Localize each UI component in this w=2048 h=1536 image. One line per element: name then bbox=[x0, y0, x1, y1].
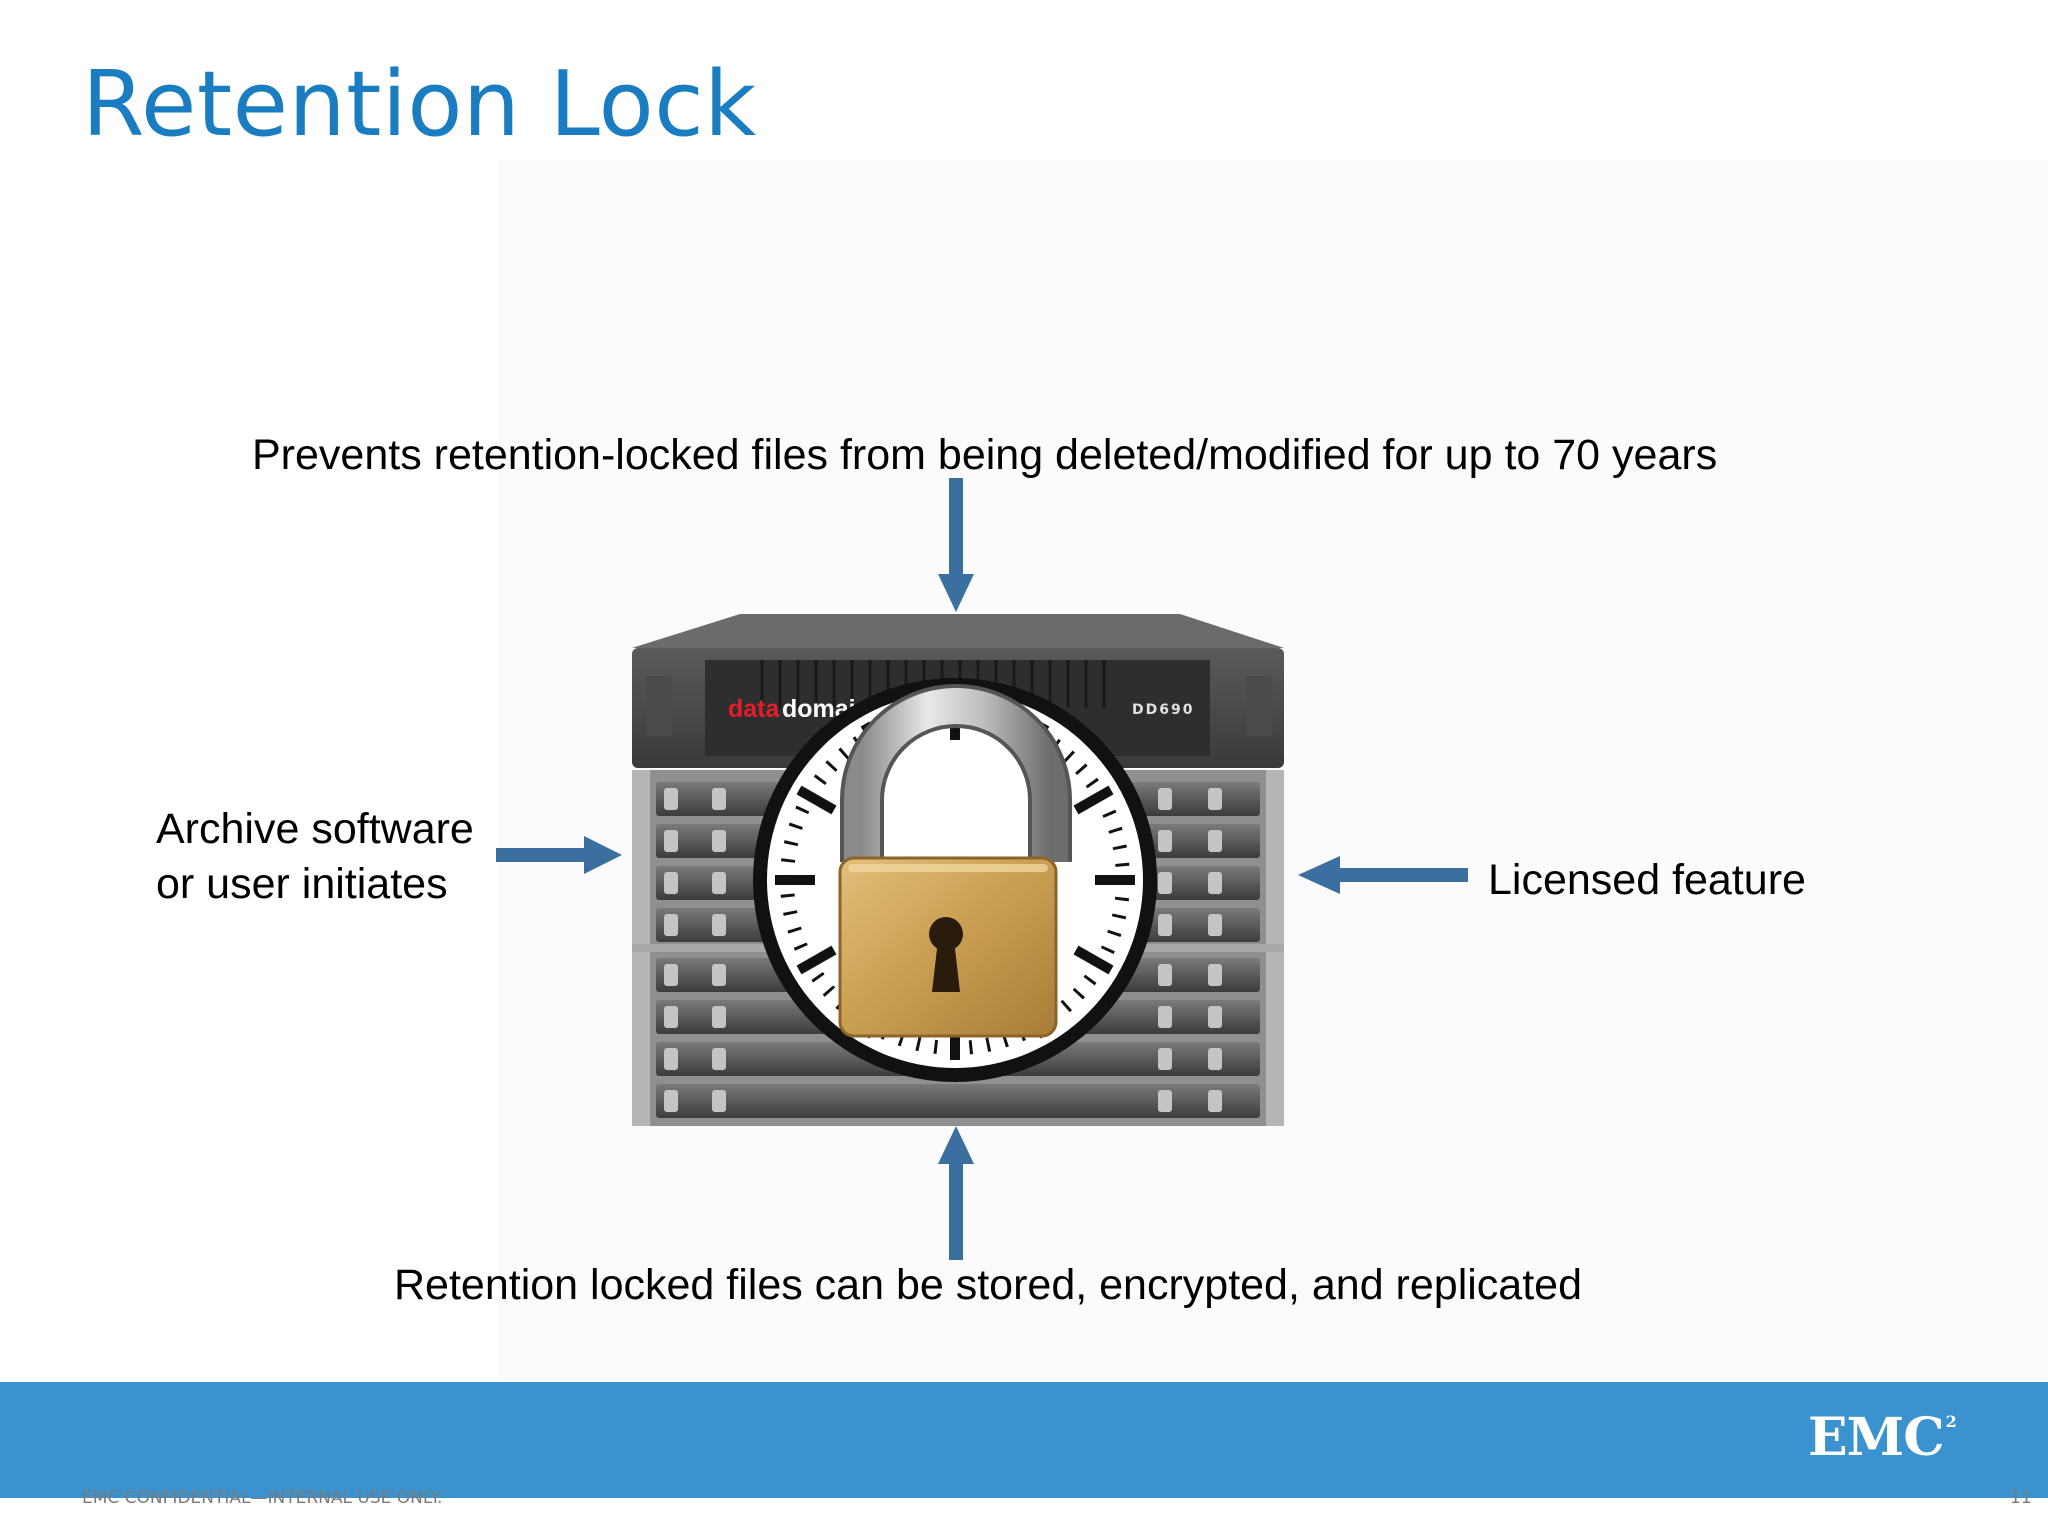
slide-title: Retention Lock bbox=[82, 52, 757, 157]
model-label: DD690 bbox=[1132, 702, 1194, 718]
label-prevents-deletion: Prevents retention-locked files from bei… bbox=[252, 431, 1718, 479]
arrow-down-icon bbox=[938, 478, 974, 612]
label-licensed-feature: Licensed feature bbox=[1488, 856, 1806, 904]
brand-data-text: data bbox=[728, 695, 781, 723]
drive-handles bbox=[664, 788, 1222, 1112]
label-archive-software: Archive software or user initiates bbox=[156, 802, 474, 911]
clock-minor-ticks bbox=[780, 705, 1130, 1055]
label-archive-line2: or user initiates bbox=[156, 859, 448, 908]
page-number: 11 bbox=[2010, 1488, 2032, 1508]
label-archive-line1: Archive software bbox=[156, 805, 474, 853]
arrow-right-icon bbox=[496, 836, 622, 874]
emc-logo-text: EMC bbox=[1808, 1407, 1945, 1468]
emc-logo-superscript: 2 bbox=[1945, 1411, 1957, 1431]
arrow-up-icon bbox=[938, 1126, 974, 1260]
arrows bbox=[496, 478, 1468, 1260]
padlock-icon bbox=[838, 684, 1072, 1038]
arrow-left-icon bbox=[1298, 856, 1468, 894]
confidential-notice: EMC CONFIDENTIAL—INTERNAL USE ONLY. bbox=[82, 1488, 443, 1508]
label-stored-encrypted-replicated: Retention locked files can be stored, en… bbox=[394, 1261, 1583, 1309]
footer-bar bbox=[0, 1382, 2048, 1498]
